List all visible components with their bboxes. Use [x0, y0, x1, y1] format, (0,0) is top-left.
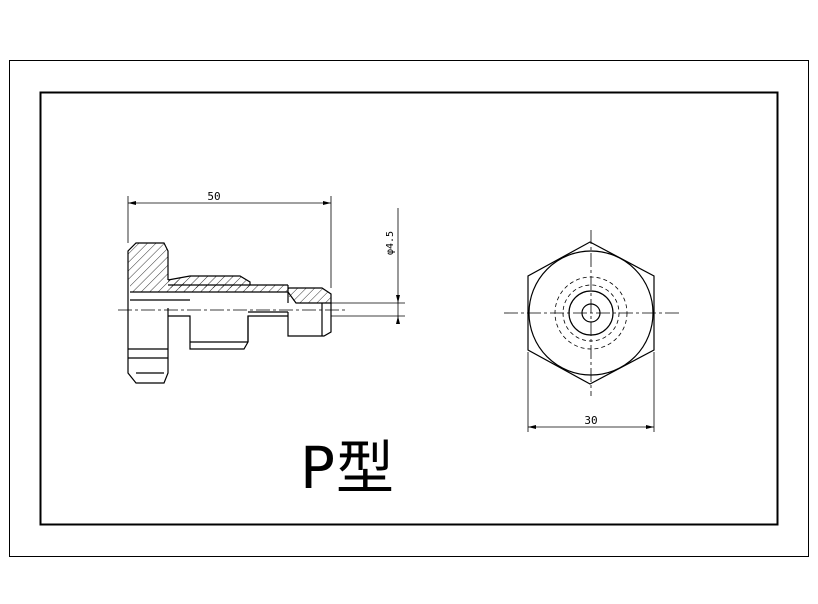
outer-frame — [9, 60, 809, 557]
body-bottom-outline — [168, 315, 288, 350]
hatch-sleeve — [130, 285, 288, 292]
hatch-head — [128, 243, 190, 285]
tip-bottom-outline — [287, 303, 332, 337]
length-dimension-label: 50 — [207, 190, 220, 203]
head-outline-bottom — [127, 308, 169, 384]
body-top-outline — [167, 275, 251, 285]
inner-frame — [39, 91, 779, 526]
head-outline-top — [127, 242, 169, 308]
width-dimension-label: 30 — [584, 414, 597, 427]
drawing-title: P型 — [300, 434, 395, 502]
side-view — [127, 242, 332, 384]
diameter-dimension — [331, 208, 405, 324]
diameter-dimension-label: φ4.5 — [385, 231, 396, 255]
length-dimension — [127, 196, 332, 288]
hatch-tip — [288, 288, 331, 303]
hex-outline — [527, 241, 655, 385]
width-dimension — [527, 352, 655, 432]
